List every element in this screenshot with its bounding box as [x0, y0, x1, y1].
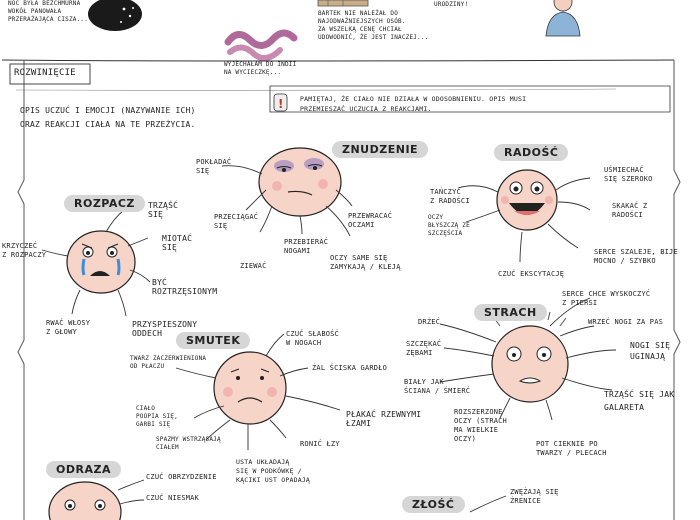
- warning-icon: !: [273, 93, 288, 112]
- radosc-item-6: SERCE SZALEJE, BIJE MOCNO / SZYBKO: [594, 248, 678, 265]
- despair-face-icon: [66, 230, 136, 294]
- rozpacz-item-6: PRZYSPIESZONY ODDECH: [132, 320, 198, 338]
- smutek-item-4: CIAŁO POOPIA SIĘ, GARBI SIĘ: [136, 405, 178, 428]
- rozpacz-item-1: TRZĄŚĆ SIĘ: [148, 201, 179, 219]
- radosc-item-3: CZUĆ EKSCYTACJĘ: [498, 270, 565, 278]
- znudzenie-item-5: OCZY SAME SIĘ ZAMYKAJĄ / KLEJĄ: [330, 254, 401, 271]
- top-middle-caption: BARTEK NIE NALEŻAŁ DO NAJODWAŻNIEJSZYCH …: [318, 10, 429, 41]
- section-intro: OPIS UCZUĆ I EMOCJI (NAZYWANIE ICH) ORAZ…: [20, 106, 196, 129]
- strach-item-4: WRZEĆ NOGI ZA PAS: [588, 318, 664, 326]
- strach-item-8: ROZSZERZONE OCZY (STRACH MA WIELKIE OCZY…: [454, 408, 507, 443]
- sad-face-icon: [213, 351, 287, 425]
- radosc-item-1: TAŃCZYĆ Z RADOŚCI: [430, 188, 470, 205]
- znudzenie-item-2: PRZECIĄGAĆ SIĘ: [214, 213, 259, 230]
- section-note: PAMIĘTAJ, ŻE CIAŁO NIE DZIAŁA W ODOSOBNI…: [300, 95, 527, 113]
- smutek-item-2: TWARZ ZACZERWIENIONA OD PŁACZU: [130, 355, 207, 370]
- label-radosc: RADOŚĆ: [494, 144, 569, 161]
- label-znudzenie: ZNUDZENIE: [332, 141, 429, 158]
- smutek-item-6: SPAZMY WSTRZĄSAJĄ CIAŁEM: [156, 436, 221, 451]
- night-sky-icon: [88, 0, 142, 31]
- svg-text:!: !: [278, 97, 283, 111]
- strach-item-3: SZCZĘKAĆ ZĘBAMI: [406, 340, 442, 357]
- znudzenie-item-1: POKŁADAĆ SIĘ: [196, 158, 232, 175]
- smutek-item-8: USTA UKŁADAJĄ SIĘ W PODKÓWKĘ / KĄCIKI US…: [236, 458, 311, 484]
- happy-face-icon: [496, 169, 558, 231]
- rozpacz-item-4: BYĆ ROZTRZĘSIONYM: [152, 278, 218, 296]
- top-left-caption: nOC BYŁA BEZCHMURNA WOKÓŁ PANOWAŁA PRZER…: [8, 0, 89, 23]
- strach-item-5: NOGI SIĘ UGINAJĄ: [630, 341, 671, 361]
- label-odraza: ODRAZA: [46, 461, 121, 478]
- strach-item-1: SERCE CHCE WYSKOCZYĆ Z PIERSI: [562, 290, 651, 307]
- smutek-item-7: RONIĆ ŁZY: [300, 440, 340, 448]
- bored-face-icon: [258, 147, 342, 217]
- label-rozpacz: ROZPACZ: [64, 195, 145, 212]
- smutek-item-5: PŁAKAĆ RZEWNYMI ŁZAMI: [346, 410, 422, 428]
- worm-caption: WYJECHAŁAM DO INDII NA WYCIECZKĘ...: [224, 61, 297, 76]
- worm-icon: [224, 29, 298, 62]
- arrows: [41, 165, 617, 513]
- person-sketch-icon: [545, 0, 581, 37]
- radosc-item-4: UŚMIECHAĆ SIĘ SZEROKO: [604, 166, 653, 183]
- odraza-item-1: CZUĆ OBRZYDZENIE: [146, 473, 217, 481]
- smutek-item-3: ŻAL ŚCISKA GARDŁO: [312, 364, 388, 372]
- smutek-item-1: CZUĆ SŁABOŚĆ W NOGACH: [286, 330, 339, 347]
- top-right-caption: URODZINY!: [434, 1, 469, 8]
- strach-item-2: DRŻEĆ: [418, 318, 441, 326]
- radosc-item-5: SKAKAĆ Z RADOŚCI: [612, 202, 648, 219]
- strach-item-7: TRZĄŚĆ SIĘ JAK GALARETA: [604, 390, 675, 412]
- fear-face-icon: [491, 310, 569, 403]
- znudzenie-item-6: PRZEWRACAĆ OCZAMI: [348, 212, 393, 229]
- label-smutek: SMUTEK: [176, 332, 251, 349]
- rozpacz-item-2: MIOTAĆ SIĘ: [162, 234, 193, 252]
- rozpacz-item-5: RWAĆ WŁOSY Z GŁOWY: [46, 319, 91, 336]
- zlosc-item-1: ZWĘŻAJĄ SIĘ ŹRENICE: [510, 488, 559, 505]
- radosc-item-2: OCZY BŁYSZCZĄ ZE SZCZĘŚCIA: [428, 214, 470, 237]
- label-zlosc: ZŁOŚĆ: [402, 496, 465, 513]
- strach-item-9: POT CIEKNIE PO TWARZY / PLECACH: [536, 440, 607, 457]
- section-title: ROZWINIĘCIE: [14, 68, 76, 78]
- boy-sketch-icon: [317, 0, 369, 7]
- strach-item-6: BIAŁY JAK ŚCIANA / ŚMIERĆ: [404, 378, 471, 395]
- znudzenie-item-4: PRZEBIERAĆ NOGAMI: [284, 238, 329, 255]
- odraza-item-2: CZUĆ NIESMAK: [146, 494, 199, 502]
- label-strach: STRACH: [474, 304, 547, 321]
- disgust-face-icon: [48, 481, 122, 520]
- rozpacz-item-3: KRZYCZEĆ Z ROZPACZY: [2, 242, 47, 259]
- znudzenie-item-3: ZIEWAĆ: [240, 262, 267, 270]
